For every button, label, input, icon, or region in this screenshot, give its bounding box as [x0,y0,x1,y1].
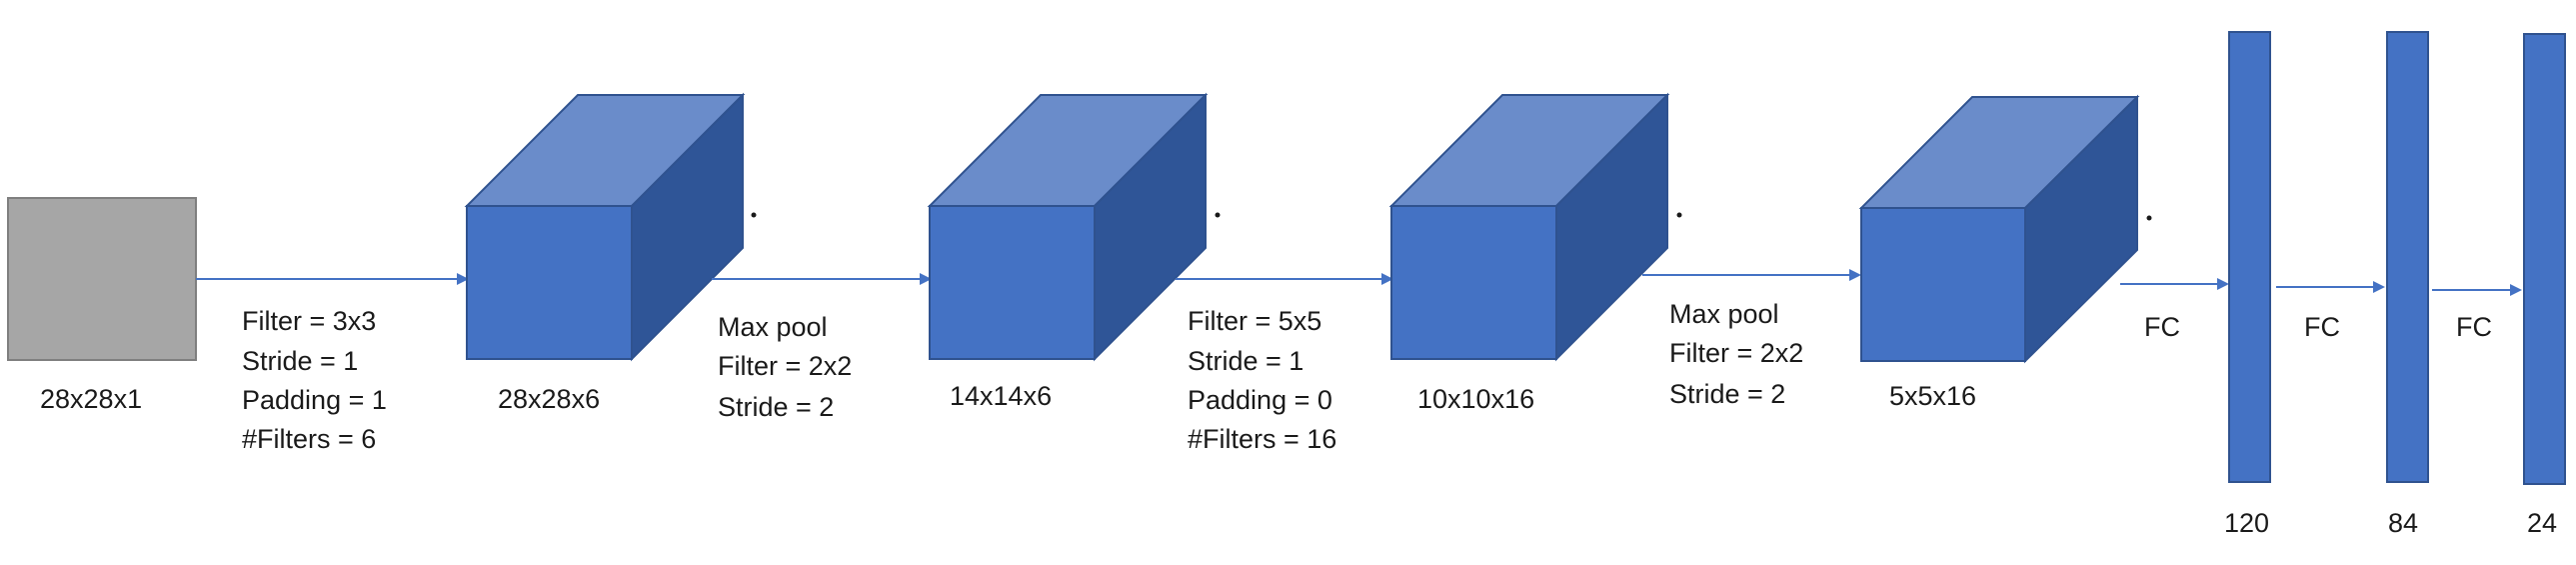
dot-marker [1676,212,1682,218]
volume-label-1: 28x28x6 [498,384,600,414]
operation-line: Padding = 1 [242,385,387,415]
operation-pool2: Max pool Filter = 2x2 Stride = 2 [1669,299,1803,409]
dot-marker [1215,212,1221,218]
volume-label-4: 5x5x16 [1889,381,1976,411]
operation-conv2: Filter = 5x5 Stride = 1 Padding = 0 #Fil… [1188,306,1336,454]
operation-line: Stride = 2 [718,392,834,422]
operation-line: Padding = 0 [1188,385,1332,415]
operation-line: Max pool [718,312,828,342]
fc-connection-label-2: FC [2304,312,2340,342]
fc-layer-size-1: 120 [2224,508,2269,538]
volume-front-face [466,205,633,360]
operation-line: Stride = 2 [1669,379,1785,409]
operation-line: #Filters = 16 [1188,424,1336,454]
fc-layer-2 [2386,31,2429,483]
volume-front-face [1860,207,2026,362]
dot-marker [2146,215,2152,221]
fc-layer-size-3: 24 [2527,508,2557,538]
fc-layer-1 [2228,31,2271,483]
dot-marker [751,212,757,218]
operation-line: #Filters = 6 [242,424,376,454]
operation-line: Filter = 5x5 [1188,306,1321,336]
operation-line: Max pool [1669,299,1779,329]
operation-line: Stride = 1 [242,346,358,376]
volume-front-face [929,205,1096,360]
input-layer [7,197,197,361]
volume-layer-4 [1858,94,2140,364]
operation-line: Filter = 3x3 [242,306,376,336]
operation-line: Stride = 1 [1188,346,1303,376]
volume-front-face [1390,205,1557,360]
volume-label-2: 14x14x6 [950,381,1052,411]
operation-line: Filter = 2x2 [1669,338,1803,368]
fc-connection-label-3: FC [2456,312,2492,342]
volume-layer-2 [927,92,1209,362]
fc-layer-3 [2523,33,2566,485]
volume-layer-3 [1388,92,1670,362]
operation-conv1: Filter = 3x3 Stride = 1 Padding = 1 #Fil… [242,306,387,454]
volume-layer-1 [464,92,746,362]
operation-pool1: Max pool Filter = 2x2 Stride = 2 [718,312,852,422]
fc-connection-label-1: FC [2144,312,2180,342]
volume-label-3: 10x10x16 [1417,384,1534,414]
fc-layer-size-2: 84 [2388,508,2418,538]
operation-line: Filter = 2x2 [718,351,852,381]
input-layer-label: 28x28x1 [40,384,142,414]
